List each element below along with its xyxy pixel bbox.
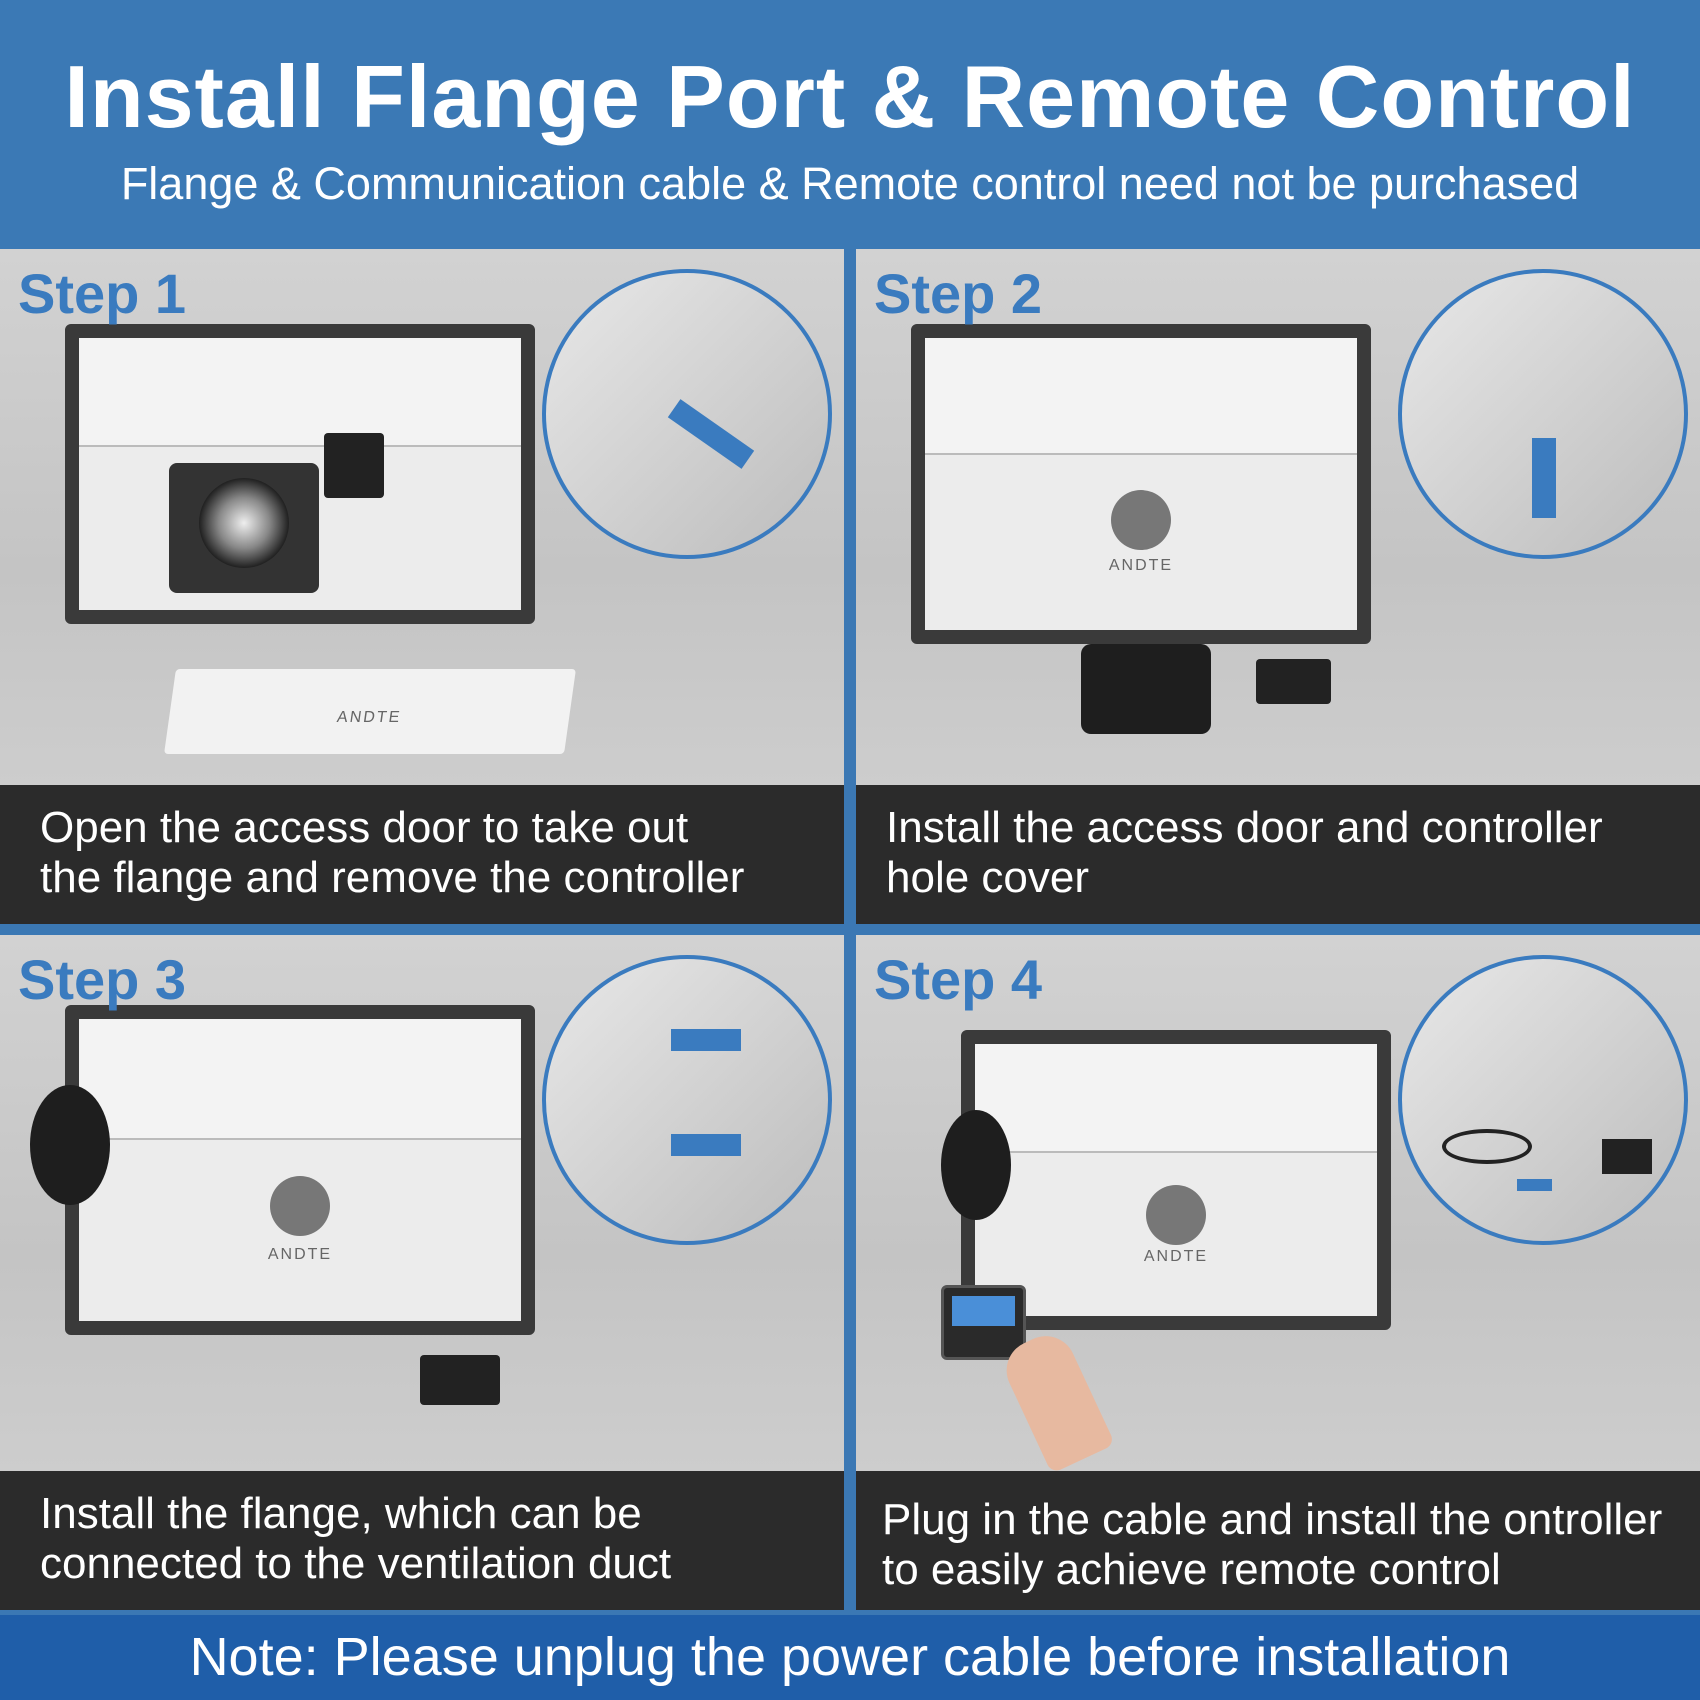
brand-text: ANDTE — [1143, 1248, 1209, 1265]
step-1-photo: ANDTE Step 1 — [0, 249, 844, 785]
dehumidifier-image: ANDTE — [961, 1030, 1391, 1330]
detail-inset — [542, 269, 832, 559]
header-banner: Install Flange Port & Remote Control Fla… — [0, 0, 1700, 249]
cable-image — [1442, 1129, 1532, 1164]
step-1-panel: ANDTE Step 1 Open the access door to tak… — [0, 249, 844, 924]
dehumidifier-image: ANDTE — [911, 324, 1371, 644]
step-4-panel: ANDTE Step 4 Plug in the cable and insta… — [856, 935, 1700, 1610]
step-3-panel: ANDTE Step 3 Install the flange, which c… — [0, 935, 844, 1610]
caption-line: connected to the ventilation duct — [40, 1539, 672, 1588]
detail-inset — [1398, 955, 1688, 1245]
step-caption: Open the access door to take out the fla… — [0, 785, 844, 924]
access-door-image: ANDTE — [164, 669, 576, 754]
step-caption: Install the flange, which can be connect… — [0, 1471, 844, 1610]
arrow-up-icon — [1532, 438, 1556, 518]
step-label: Step 1 — [18, 262, 187, 325]
hole-cover-image — [420, 1355, 500, 1405]
dehumidifier-image: ANDTE — [65, 1005, 535, 1335]
detail-inset — [1398, 269, 1688, 559]
step-2-photo: ANDTE Step 2 — [856, 249, 1700, 785]
caption-line: to easily achieve remote control — [882, 1545, 1501, 1594]
dehumidifier-image — [65, 324, 535, 624]
step-caption: Plug in the cable and install the ontrol… — [856, 1471, 1700, 1610]
flange-image — [30, 1085, 110, 1205]
controller-image — [324, 433, 384, 498]
controller-image — [1602, 1139, 1652, 1174]
arrow-left-icon — [1517, 1179, 1552, 1191]
step-label: Step 2 — [874, 262, 1043, 325]
hand-image — [996, 1326, 1116, 1471]
arrow-icon — [667, 399, 755, 469]
step-2-panel: ANDTE Step 2 Install the access door and… — [856, 249, 1700, 924]
detail-inset — [542, 955, 832, 1245]
step-4-photo: ANDTE Step 4 — [856, 935, 1700, 1471]
caption-line: Plug in the cable and install the ontrol… — [882, 1495, 1663, 1544]
caption-line: the flange and remove the controller — [40, 853, 745, 902]
remote-controller-image — [941, 1285, 1026, 1360]
brand-logo-icon — [270, 1176, 330, 1237]
arrow-right-icon — [671, 1029, 741, 1051]
brand-text: ANDTE — [1108, 557, 1174, 574]
caption-line: Install the access door and controller — [886, 803, 1603, 852]
brand-text: ANDTE — [335, 709, 403, 726]
page-title: Install Flange Port & Remote Control — [64, 47, 1636, 146]
arrow-right-icon — [671, 1134, 741, 1156]
hole-cover-image — [1256, 659, 1331, 704]
step-3-photo: ANDTE Step 3 — [0, 935, 844, 1471]
caption-line: hole cover — [886, 853, 1090, 902]
flange-image — [199, 478, 289, 568]
footer-note: Note: Please unplug the power cable befo… — [0, 1615, 1700, 1700]
brand-text: ANDTE — [267, 1245, 333, 1263]
page-subtitle: Flange & Communication cable & Remote co… — [120, 158, 1580, 209]
step-caption: Install the access door and controller h… — [856, 785, 1700, 924]
brand-logo-icon — [1146, 1185, 1206, 1246]
flange-image — [941, 1110, 1011, 1220]
caption-line: Open the access door to take out — [40, 803, 689, 852]
flange-image — [1081, 644, 1211, 734]
step-label: Step 3 — [18, 948, 187, 1011]
brand-logo-icon — [1111, 489, 1171, 550]
caption-line: Install the flange, which can be — [40, 1489, 642, 1538]
step-label: Step 4 — [874, 948, 1043, 1011]
